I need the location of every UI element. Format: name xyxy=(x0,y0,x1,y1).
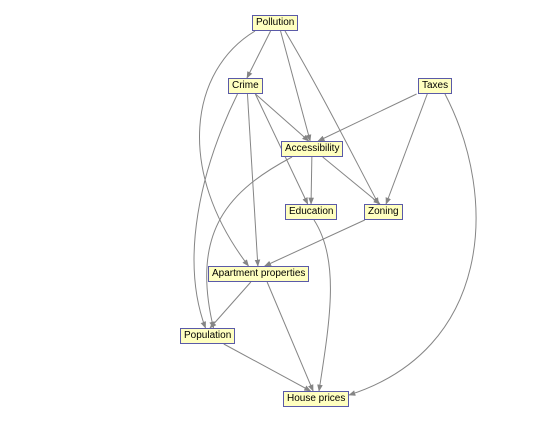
edge-crime-to-apartment xyxy=(246,93,261,267)
edge-taxes-to-house xyxy=(348,93,477,396)
edge-apartment-to-house xyxy=(266,281,314,392)
edge-apartment-to-population xyxy=(209,281,252,329)
edge-crime-to-accessibility xyxy=(255,93,310,142)
node-crime[interactable]: Crime xyxy=(228,78,263,94)
edge-taxes-to-accessibility xyxy=(317,93,417,142)
edge-education-to-house xyxy=(313,219,331,392)
node-house-prices[interactable]: House prices xyxy=(283,391,350,407)
edge-accessibility-to-zoning xyxy=(322,156,381,205)
edge-pollution-to-accessibility xyxy=(280,30,312,142)
edge-crime-to-population xyxy=(193,93,238,329)
edge-accessibility-to-education xyxy=(308,156,314,205)
node-population[interactable]: Population xyxy=(180,328,236,344)
edge-pollution-to-zoning xyxy=(284,30,379,205)
node-pollution[interactable]: Pollution xyxy=(252,15,299,31)
edge-zoning-to-apartment xyxy=(264,219,365,267)
node-zoning[interactable]: Zoning xyxy=(364,204,403,220)
edge-pollution-to-crime xyxy=(246,30,272,79)
node-education[interactable]: Education xyxy=(285,204,338,220)
node-taxes[interactable]: Taxes xyxy=(418,78,453,94)
edge-population-to-house xyxy=(223,343,312,392)
node-apartment-properties[interactable]: Apartment properties xyxy=(208,266,310,282)
edge-accessibility-to-population xyxy=(206,156,293,329)
edge-pollution-to-apartment xyxy=(199,30,256,267)
edge-taxes-to-zoning xyxy=(385,93,428,205)
node-accessibility[interactable]: Accessibility xyxy=(281,141,344,157)
